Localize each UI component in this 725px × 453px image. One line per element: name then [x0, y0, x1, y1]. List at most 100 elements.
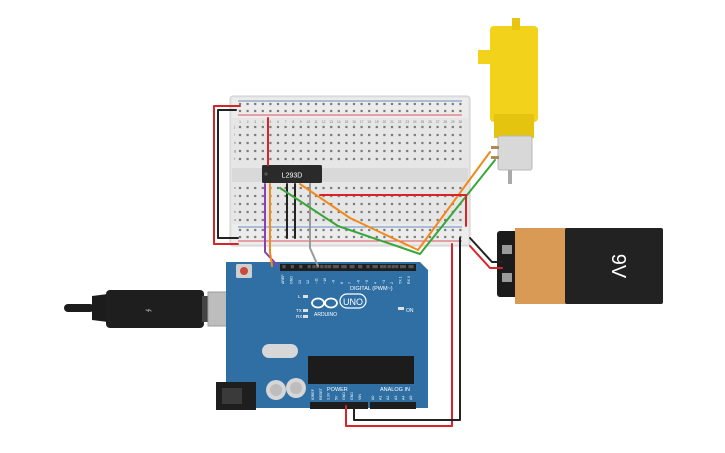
rail-hole[interactable]: [322, 109, 325, 113]
header-pin[interactable]: [359, 265, 363, 269]
terminal-hole[interactable]: [436, 218, 439, 222]
terminal-hole[interactable]: [254, 210, 257, 214]
rail-hole[interactable]: [246, 102, 249, 106]
rail-hole[interactable]: [413, 102, 416, 106]
terminal-hole[interactable]: [428, 125, 432, 129]
terminal-hole[interactable]: [390, 202, 394, 206]
terminal-hole[interactable]: [261, 149, 264, 153]
rail-hole[interactable]: [314, 102, 318, 106]
terminal-hole[interactable]: [398, 186, 401, 190]
header-pin[interactable]: [290, 265, 294, 269]
terminal-hole[interactable]: [261, 202, 264, 206]
terminal-hole[interactable]: [436, 141, 439, 145]
header-pin[interactable]: [372, 265, 376, 269]
terminal-hole[interactable]: [360, 186, 363, 190]
terminal-hole[interactable]: [451, 218, 454, 222]
rail-hole[interactable]: [307, 102, 310, 106]
terminal-hole[interactable]: [459, 157, 462, 161]
rail-hole[interactable]: [330, 228, 333, 232]
terminal-hole[interactable]: [368, 133, 371, 137]
terminal-hole[interactable]: [292, 149, 295, 153]
terminal-hole[interactable]: [337, 157, 340, 161]
terminal-hole[interactable]: [383, 202, 386, 206]
terminal-hole[interactable]: [246, 157, 249, 161]
terminal-hole[interactable]: [276, 141, 280, 145]
terminal-hole[interactable]: [428, 218, 432, 222]
terminal-hole[interactable]: [307, 157, 310, 161]
rail-hole[interactable]: [459, 109, 462, 113]
terminal-hole[interactable]: [368, 125, 371, 129]
terminal-hole[interactable]: [276, 194, 280, 198]
terminal-hole[interactable]: [413, 186, 416, 190]
terminal-hole[interactable]: [406, 202, 409, 206]
rail-hole[interactable]: [345, 228, 348, 232]
rail-hole[interactable]: [276, 102, 280, 106]
rail-hole[interactable]: [421, 235, 424, 239]
rail-hole[interactable]: [292, 228, 295, 232]
terminal-hole[interactable]: [436, 186, 439, 190]
terminal-hole[interactable]: [322, 133, 325, 137]
terminal-hole[interactable]: [360, 210, 363, 214]
rail-hole[interactable]: [352, 228, 356, 232]
terminal-hole[interactable]: [276, 133, 280, 137]
rail-hole[interactable]: [375, 109, 378, 113]
terminal-hole[interactable]: [337, 125, 340, 129]
terminal-hole[interactable]: [398, 202, 401, 206]
terminal-hole[interactable]: [345, 218, 348, 222]
terminal-hole[interactable]: [352, 202, 356, 206]
terminal-hole[interactable]: [307, 218, 310, 222]
terminal-hole[interactable]: [360, 218, 363, 222]
terminal-hole[interactable]: [238, 125, 242, 129]
header-pin[interactable]: [343, 265, 347, 269]
terminal-hole[interactable]: [330, 125, 333, 129]
rail-hole[interactable]: [368, 228, 371, 232]
terminal-hole[interactable]: [292, 157, 295, 161]
terminal-hole[interactable]: [428, 157, 432, 161]
terminal-hole[interactable]: [375, 125, 378, 129]
terminal-hole[interactable]: [314, 202, 318, 206]
terminal-hole[interactable]: [299, 125, 302, 129]
rail-hole[interactable]: [322, 102, 325, 106]
header-pin[interactable]: [324, 265, 328, 269]
terminal-hole[interactable]: [307, 141, 310, 145]
terminal-hole[interactable]: [383, 210, 386, 214]
terminal-hole[interactable]: [451, 141, 454, 145]
rail-hole[interactable]: [428, 102, 432, 106]
terminal-hole[interactable]: [299, 202, 302, 206]
terminal-hole[interactable]: [292, 202, 295, 206]
terminal-hole[interactable]: [352, 210, 356, 214]
terminal-hole[interactable]: [254, 133, 257, 137]
header-pin[interactable]: [299, 265, 303, 269]
rail-hole[interactable]: [330, 102, 333, 106]
rail-hole[interactable]: [444, 235, 447, 239]
header-pin[interactable]: [400, 265, 404, 269]
rail-hole[interactable]: [406, 102, 409, 106]
rail-hole[interactable]: [406, 109, 409, 113]
terminal-hole[interactable]: [390, 186, 394, 190]
header-pin[interactable]: [408, 265, 412, 269]
terminal-hole[interactable]: [459, 210, 462, 214]
rail-hole[interactable]: [352, 109, 356, 113]
rail-hole[interactable]: [436, 235, 439, 239]
rail-hole[interactable]: [421, 109, 424, 113]
terminal-hole[interactable]: [406, 218, 409, 222]
terminal-hole[interactable]: [383, 157, 386, 161]
header-pin[interactable]: [402, 265, 406, 269]
terminal-hole[interactable]: [444, 133, 447, 137]
terminal-hole[interactable]: [246, 218, 249, 222]
rail-hole[interactable]: [390, 228, 394, 232]
battery-9v[interactable]: 9V: [497, 228, 663, 304]
rail-hole[interactable]: [413, 228, 416, 232]
terminal-hole[interactable]: [368, 141, 371, 145]
header-pin[interactable]: [395, 265, 399, 269]
terminal-hole[interactable]: [375, 186, 378, 190]
terminal-hole[interactable]: [238, 141, 242, 145]
terminal-hole[interactable]: [337, 149, 340, 153]
terminal-hole[interactable]: [444, 125, 447, 129]
rail-hole[interactable]: [383, 102, 386, 106]
rail-hole[interactable]: [299, 102, 302, 106]
terminal-hole[interactable]: [269, 157, 272, 161]
terminal-hole[interactable]: [276, 125, 280, 129]
terminal-hole[interactable]: [375, 141, 378, 145]
